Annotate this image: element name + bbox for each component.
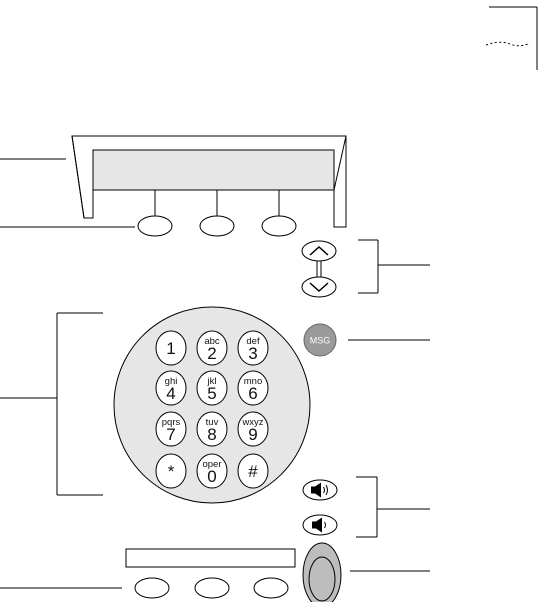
keypad-key-pound[interactable]: # — [237, 453, 269, 489]
keypad-key-digit: 4 — [166, 384, 175, 403]
chevron-up-icon — [309, 245, 329, 256]
keypad-key-shape[interactable] — [196, 453, 228, 489]
keypad-key-1[interactable]: 1 — [155, 330, 187, 366]
keypad-key-letters: pqrs — [162, 417, 181, 428]
chevron-down-icon — [309, 282, 329, 293]
bottom-key-1[interactable] — [134, 577, 170, 599]
bottom-key-2[interactable] — [194, 577, 230, 599]
page-corner-mark — [485, 6, 538, 70]
keypad-key-letters: tuv — [206, 417, 219, 428]
bottom-key-3[interactable] — [253, 577, 289, 599]
keypad-key-digit: 6 — [248, 384, 257, 403]
keypad-key-shape[interactable] — [196, 330, 228, 366]
keypad-key-letters: abc — [204, 336, 220, 347]
keypad-key-letters: ghi — [165, 376, 178, 387]
keypad-key-star[interactable]: * — [155, 453, 187, 489]
speaker-soft-icon — [312, 517, 326, 533]
speaker-loud-icon — [311, 482, 328, 498]
soft-key-1[interactable] — [137, 215, 173, 237]
volume-keys — [302, 479, 338, 536]
keypad-key-letters: wxyz — [241, 417, 263, 428]
keypad-key-letters: oper — [202, 459, 221, 470]
bottom-label-strip — [125, 548, 296, 568]
msg-button[interactable] — [303, 323, 337, 357]
keypad-key-shape[interactable] — [155, 330, 187, 366]
keypad-key-letters: jkl — [207, 376, 217, 387]
keypad-key-digit: 5 — [207, 384, 216, 403]
handset-button[interactable] — [302, 542, 342, 602]
keypad-key-shape[interactable] — [155, 453, 187, 489]
scroll-keys — [301, 240, 337, 298]
keypad-key-digit: 3 — [248, 344, 257, 363]
keypad-key-digit: 9 — [248, 425, 257, 444]
scroll-up-button[interactable] — [301, 240, 337, 262]
keypad-key-shape[interactable] — [196, 370, 228, 406]
keypad-bracket — [0, 312, 103, 496]
keypad-key-digit: 2 — [207, 344, 216, 363]
volume-keys-bracket — [356, 476, 430, 538]
keypad-key-shape[interactable] — [237, 330, 269, 366]
keypad-key-digit: 7 — [166, 425, 175, 444]
display-screen — [92, 149, 335, 191]
keypad-key-shape[interactable] — [155, 411, 187, 447]
scroll-down-button[interactable] — [301, 276, 337, 298]
soft-key-3[interactable] — [261, 215, 297, 237]
keypad-key-digit: * — [168, 462, 175, 481]
keypad-key-shape[interactable] — [237, 411, 269, 447]
keypad-key-digit: 8 — [207, 425, 216, 444]
keypad-key-shape[interactable] — [196, 411, 228, 447]
message-key[interactable]: MSG — [303, 323, 337, 357]
keypad-key-shape[interactable] — [237, 370, 269, 406]
display-soft-keys — [137, 190, 297, 237]
keypad-key-shape[interactable] — [155, 370, 187, 406]
soft-key-2[interactable] — [199, 215, 235, 237]
keypad-key-digit: 0 — [207, 467, 216, 486]
keypad-key-digit: 1 — [166, 339, 175, 358]
keypad-key-shape[interactable] — [237, 453, 269, 489]
msg-label: MSG — [310, 336, 331, 346]
keypad-key-letters: mno — [244, 376, 262, 387]
display-area — [71, 135, 347, 228]
keypad-key-digit: # — [248, 462, 258, 481]
keypad-key-letters: def — [246, 336, 260, 347]
scroll-keys-bracket — [358, 239, 430, 294]
